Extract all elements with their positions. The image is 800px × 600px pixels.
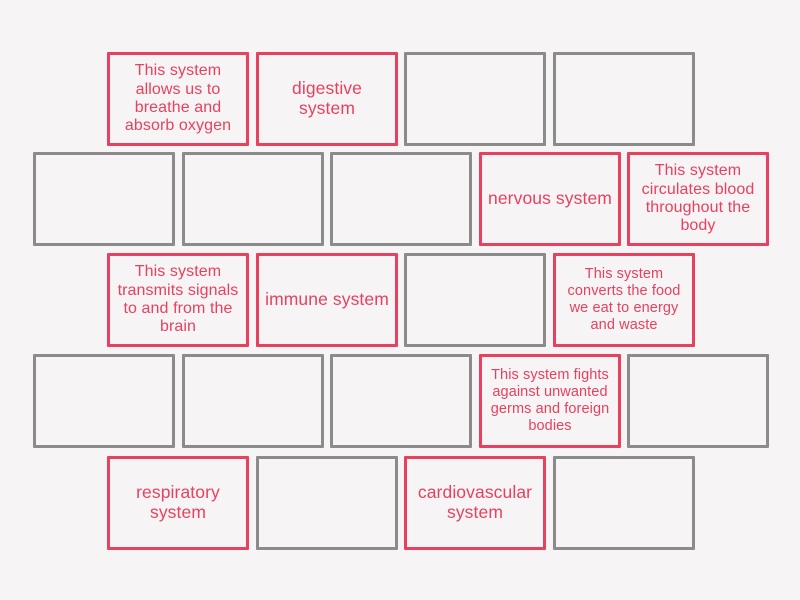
- card-tile-empty[interactable]: [627, 354, 769, 448]
- card-tile-filled[interactable]: This system transmits signals to and fro…: [107, 253, 249, 347]
- card-label: respiratory system: [136, 482, 220, 522]
- card-tile-filled[interactable]: cardiovascular system: [404, 456, 546, 550]
- card-tile-empty[interactable]: [330, 152, 472, 246]
- card-tile-empty[interactable]: [553, 456, 695, 550]
- card-tile-empty[interactable]: [182, 152, 324, 246]
- card-tile-empty[interactable]: [182, 354, 324, 448]
- card-tile-empty[interactable]: [330, 354, 472, 448]
- card-label: This system transmits signals to and fro…: [117, 263, 239, 336]
- card-label: nervous system: [488, 188, 612, 209]
- card-label: This system fights against unwanted germ…: [490, 366, 610, 435]
- card-label: immune system: [265, 289, 389, 310]
- card-tile-filled[interactable]: nervous system: [479, 152, 621, 246]
- card-tile-empty[interactable]: [33, 152, 175, 246]
- card-label: This system allows us to breathe and abs…: [124, 62, 232, 135]
- card-tile-empty[interactable]: [553, 52, 695, 146]
- card-label: This system converts the food we eat to …: [567, 265, 681, 334]
- card-tile-filled[interactable]: This system circulates blood throughout …: [627, 152, 769, 246]
- card-tile-filled[interactable]: This system converts the food we eat to …: [553, 253, 695, 347]
- card-tile-filled[interactable]: digestive system: [256, 52, 398, 146]
- card-tile-filled[interactable]: immune system: [256, 253, 398, 347]
- card-tile-filled[interactable]: This system allows us to breathe and abs…: [107, 52, 249, 146]
- card-label: cardiovascular system: [417, 482, 533, 522]
- card-tile-empty[interactable]: [256, 456, 398, 550]
- card-tile-empty[interactable]: [404, 253, 546, 347]
- card-tile-empty[interactable]: [33, 354, 175, 448]
- card-tile-filled[interactable]: This system fights against unwanted germ…: [479, 354, 621, 448]
- card-label: This system circulates blood throughout …: [641, 162, 755, 235]
- card-tile-filled[interactable]: respiratory system: [107, 456, 249, 550]
- card-tile-empty[interactable]: [404, 52, 546, 146]
- card-label: digestive system: [292, 78, 362, 118]
